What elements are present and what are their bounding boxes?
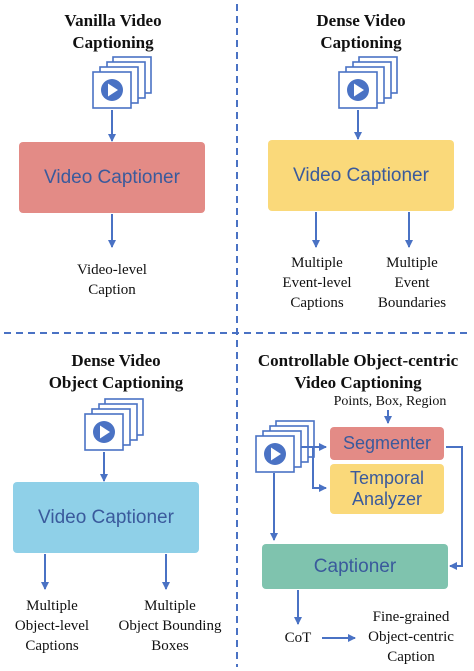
box-label: Analyzer — [351, 489, 423, 509]
output-line: Object-centric — [368, 629, 454, 645]
box-label: Video Captioner — [293, 165, 429, 186]
title-line: Captioning — [72, 33, 154, 52]
output-line: Caption — [387, 649, 435, 665]
output-line: Boundaries — [377, 295, 447, 311]
box-label: Video Captioner — [44, 167, 180, 188]
output-line: Multiple — [386, 255, 438, 271]
output-line: Fine-grained — [372, 609, 450, 625]
segmenter-box: Segmenter — [330, 427, 444, 460]
title-line: Object Captioning — [48, 373, 184, 392]
fine-grained-caption-output: Fine-grained Object-centric Caption — [352, 607, 470, 667]
title-line: Dense Video — [71, 351, 161, 370]
arrow-segmenter-to-captioner — [446, 446, 463, 570]
controllable-panel-title: Controllable Object-centric Video Captio… — [242, 350, 474, 394]
video-stack-icon — [338, 56, 398, 109]
box-label: Video Captioner — [38, 507, 174, 528]
output-line: Multiple — [144, 598, 196, 614]
output-line: Caption — [88, 282, 136, 298]
video-captioner-box: Video Captioner — [19, 142, 205, 213]
title-line: Vanilla Video — [64, 11, 162, 30]
title-line: Captioning — [320, 33, 402, 52]
output-line: Captions — [25, 638, 79, 654]
title-line: Video Captioning — [294, 373, 422, 392]
output-line: Event-level — [282, 275, 352, 291]
output-line: Boxes — [151, 638, 189, 654]
box-label: Segmenter — [342, 433, 432, 453]
video-stack-icon — [84, 398, 144, 451]
object-bounding-boxes-output: Multiple Object Bounding Boxes — [108, 596, 232, 656]
title-line: Controllable Object-centric — [257, 351, 459, 370]
output-line: Object-level — [14, 618, 90, 634]
box-label: Temporal — [349, 468, 425, 488]
arrow-video-to-analyzer — [312, 447, 327, 492]
prompt-input-label: Points, Box, Region — [333, 394, 447, 409]
output-line: Video-level — [77, 262, 147, 278]
dense-panel-title: Dense Video Captioning — [248, 10, 474, 54]
vanilla-panel-title: Vanilla Video Captioning — [0, 10, 226, 54]
output-line: Multiple — [291, 255, 343, 271]
output-line: Captions — [290, 295, 344, 311]
event-boundaries-output: Multiple Event Boundaries — [365, 253, 459, 313]
output-line: Object Bounding — [118, 618, 222, 634]
title-line: Dense Video — [316, 11, 406, 30]
video-captioner-box: Video Captioner — [268, 140, 454, 211]
dense-object-panel-title: Dense Video Object Captioning — [0, 350, 232, 394]
cot-label: CoT — [284, 630, 312, 646]
output-line: Multiple — [26, 598, 78, 614]
output-line: Event — [394, 275, 430, 291]
object-level-captions-output: Multiple Object-level Captions — [0, 596, 104, 656]
video-stack-icon — [92, 56, 152, 109]
event-level-captions-output: Multiple Event-level Captions — [258, 253, 376, 313]
video-level-caption-output: Video-level Caption — [24, 260, 200, 300]
temporal-analyzer-box: Temporal Analyzer — [330, 464, 444, 514]
video-captioner-box: Video Captioner — [13, 482, 199, 553]
captioner-box: Captioner — [262, 544, 448, 589]
box-label: Captioner — [313, 556, 397, 577]
